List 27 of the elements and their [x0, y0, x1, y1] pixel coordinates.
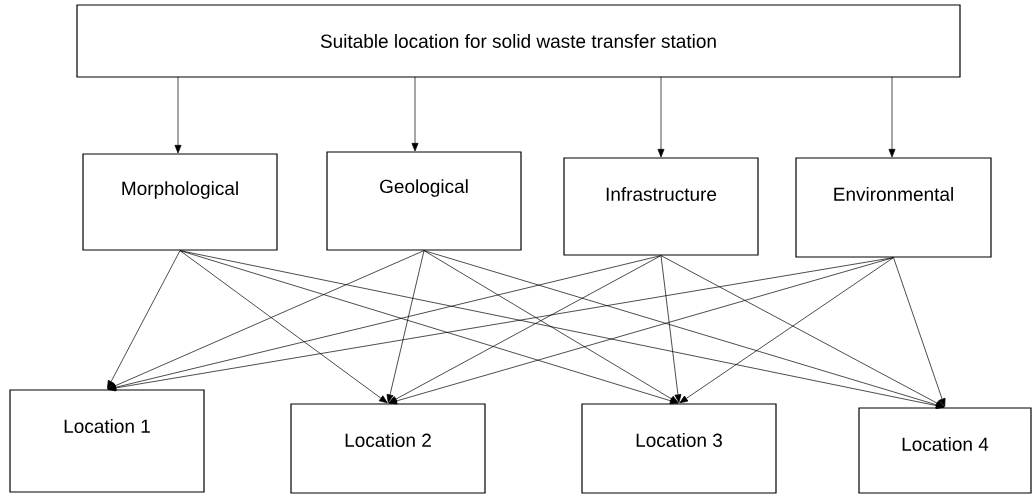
arrow	[411, 76, 419, 152]
arrow	[423, 250, 679, 404]
arrow	[388, 255, 662, 404]
arrow	[388, 257, 894, 405]
criterion-box: Geological	[326, 151, 522, 251]
arrow	[657, 76, 665, 158]
arrow	[174, 76, 182, 154]
location-box: Location 4	[858, 407, 1032, 494]
criterion-box: Infrastructure	[563, 157, 759, 256]
arrow	[888, 76, 896, 158]
arrow	[107, 250, 425, 390]
arrow	[660, 255, 945, 408]
arrow	[179, 250, 388, 404]
arrow	[107, 257, 894, 392]
location-box: Location 3	[581, 403, 777, 494]
arrow	[423, 250, 945, 409]
arrow	[107, 255, 662, 391]
arrow	[660, 255, 682, 403]
arrow	[679, 257, 894, 404]
arrow	[386, 250, 425, 403]
arrow	[107, 250, 181, 389]
criterion-box: Environmental	[795, 157, 992, 258]
location-box: Location 1	[9, 389, 205, 493]
criterion-box: Morphological	[82, 153, 278, 251]
goal-box: Suitable location for solid waste transfer station	[76, 4, 961, 78]
location-box: Location 2	[290, 403, 486, 494]
arrow	[893, 257, 946, 407]
